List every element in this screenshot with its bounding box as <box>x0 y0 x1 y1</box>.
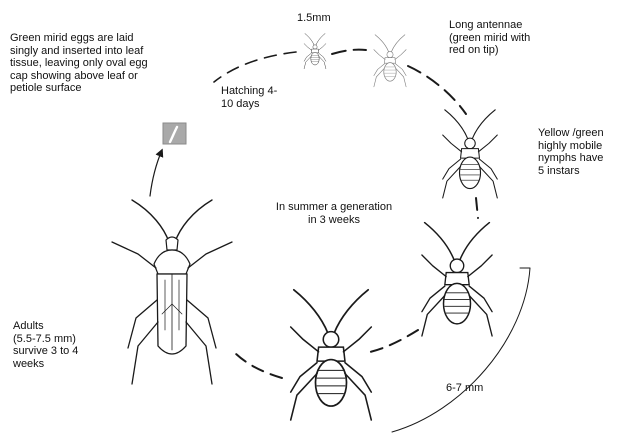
adults-description-label: Adults (5.5-7.5 mm) survive 3 to 4 weeks <box>13 320 123 370</box>
antennae-label: Long antennae (green mirid with red on t… <box>449 19 609 57</box>
egg-icon <box>163 123 186 144</box>
generation-label: In summer a generation in 3 weeks <box>244 201 424 226</box>
first-instar-nymph-icon <box>304 34 326 69</box>
nymphs-description-label: Yellow /green highly mobile nymphs have … <box>538 127 618 177</box>
size-range-label: 6-7 mm <box>446 382 483 395</box>
long-antennae-nymph-icon <box>374 35 406 87</box>
hatching-label: Hatching 4- 10 days <box>221 85 311 110</box>
adult-mirid-icon <box>112 200 232 384</box>
mid-instar-nymph-icon <box>443 110 498 198</box>
final-instar-nymph-icon <box>291 290 372 420</box>
egg-description-label: Green mirid eggs are laid singly and ins… <box>10 32 210 95</box>
nymph-size-label: 1.5mm <box>297 12 331 25</box>
arrow-to-egg <box>150 150 162 196</box>
late-instar-nymph-icon <box>422 223 492 336</box>
